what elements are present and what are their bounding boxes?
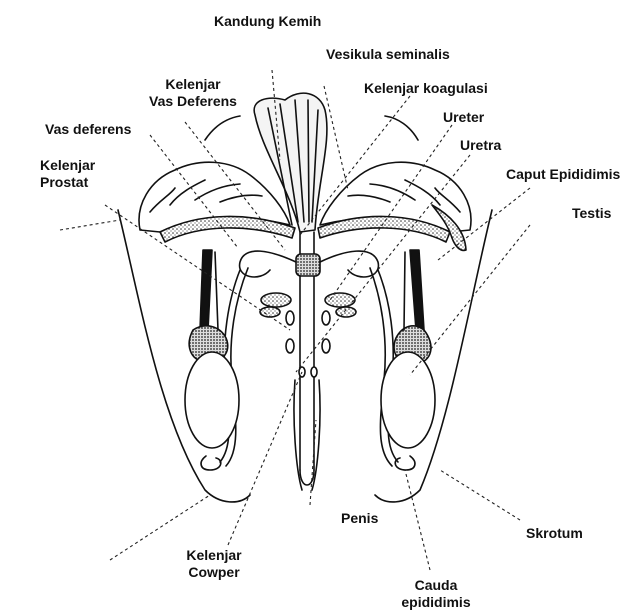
label-kandung-kemih: Kandung Kemih [214,13,321,30]
label-skrotum: Skrotum [526,525,583,542]
label-cauda-epididimis-line1: Cauda [392,577,480,594]
label-kelenjar-cowper: Kelenjar Cowper [176,547,252,581]
vas-deferens-ducts [220,251,398,466]
label-kelenjar-prostat: Kelenjar Prostat [40,157,95,191]
label-kelenjar-vas-deferens-line2: Vas Deferens [138,93,248,110]
label-ureter: Ureter [443,109,484,126]
label-caput-epididimis: Caput Epididimis [506,166,620,183]
label-kelenjar-prostat-line2: Prostat [40,174,95,191]
label-cauda-epididimis: Cauda epididimis [392,577,480,611]
label-uretra: Uretra [460,137,501,154]
testes [185,352,435,448]
label-testis: Testis [572,205,611,222]
label-vesikula-seminalis: Vesikula seminalis [326,46,450,63]
label-kelenjar-prostat-line1: Kelenjar [40,157,95,174]
label-kelenjar-cowper-line2: Cowper [176,564,252,581]
label-vas-deferens: Vas deferens [45,121,131,138]
label-penis: Penis [341,510,378,527]
label-kelenjar-cowper-line1: Kelenjar [176,547,252,564]
label-kelenjar-vas-deferens: Kelenjar Vas Deferens [138,76,248,110]
label-cauda-epididimis-line2: epididimis [392,594,480,611]
label-kelenjar-koagulasi: Kelenjar koagulasi [364,80,488,97]
label-kelenjar-vas-deferens-line1: Kelenjar [138,76,248,93]
